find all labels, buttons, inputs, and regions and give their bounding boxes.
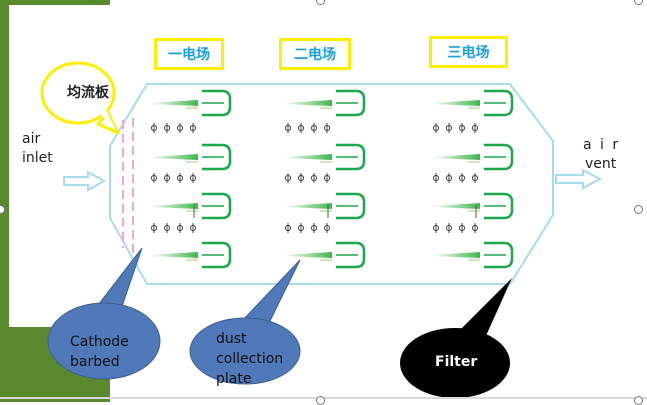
dust-collection-plate xyxy=(150,252,198,258)
air-inlet-arrow-icon xyxy=(64,172,104,190)
dust-collection-plate xyxy=(284,100,332,106)
cathode-label-line-1: Cathode xyxy=(70,332,129,352)
field-3-label: 三电场 xyxy=(429,36,508,68)
dust-plate-label: dust collection plate xyxy=(216,329,283,389)
dust-collection-plate xyxy=(432,154,480,160)
air-vent-label-line-1: a i r xyxy=(583,137,620,153)
cathode-label-line-2: barbed xyxy=(70,352,129,372)
air-inlet-label-line-2: inlet xyxy=(22,150,53,166)
air-vent-label-line-2: vent xyxy=(585,156,616,172)
selection-handle[interactable] xyxy=(634,205,643,214)
distributor-label: 均流板 xyxy=(67,82,109,102)
dust-plate-label-line-3: plate xyxy=(216,369,283,389)
dust-collection-plate xyxy=(432,203,480,209)
dust-collection-plate xyxy=(284,203,332,209)
cathode-label: Cathode barbed xyxy=(70,332,129,372)
field-1-label: 一电场 xyxy=(154,38,224,70)
filter-callout xyxy=(400,278,512,398)
field-2-label: 二电场 xyxy=(279,38,351,70)
dust-collection-plate xyxy=(284,252,332,258)
air-vent-arrow-icon xyxy=(556,170,600,188)
dust-collection-plate xyxy=(284,154,332,160)
selection-handle[interactable] xyxy=(634,396,643,405)
dust-collection-plate xyxy=(150,203,198,209)
selection-handle[interactable] xyxy=(316,396,325,405)
dust-plate-label-line-1: dust xyxy=(216,329,283,349)
dust-collection-plate xyxy=(432,100,480,106)
dust-plate-label-line-2: collection xyxy=(216,349,283,369)
dust-collection-plate xyxy=(150,100,198,106)
filter-label: Filter xyxy=(435,354,477,370)
dust-collection-plate xyxy=(150,154,198,160)
air-inlet-label-line-1: air xyxy=(22,131,40,147)
dust-collection-plate xyxy=(432,252,480,258)
